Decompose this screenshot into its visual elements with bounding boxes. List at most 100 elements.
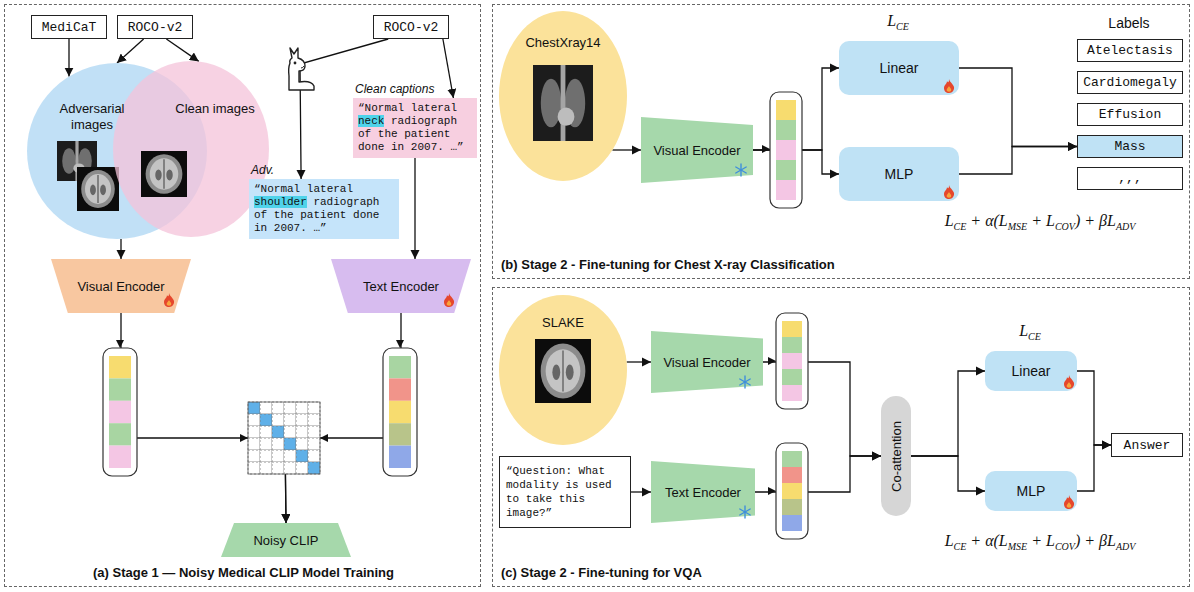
encoder-trapezoid: Text Encoder: [331, 259, 471, 313]
encoder-text: Visual Encoder: [77, 279, 164, 294]
embedding-vector: [770, 92, 802, 208]
rotated-text: Co-attention: [889, 421, 904, 492]
encoder-text: Text Encoder: [363, 279, 439, 294]
encoder-text: Text Encoder: [665, 485, 741, 500]
box-text: ROCO-v2: [128, 20, 183, 35]
dataset-box: MediCaT: [31, 15, 107, 39]
label-box: ,,,: [1077, 167, 1183, 190]
llama-icon: [289, 48, 314, 90]
ellipse-text: SLAKE: [513, 315, 613, 331]
caption-heading: Adv.: [251, 164, 274, 177]
label-box: Effusion: [1077, 103, 1183, 126]
box-text: Cardiomegaly: [1083, 75, 1177, 90]
connector-arrow: [1077, 445, 1111, 491]
box-text: MLP: [1017, 484, 1046, 499]
connector-arrow: [959, 147, 1077, 175]
head-box: Linear: [985, 351, 1077, 391]
connector-arrow: [1077, 371, 1111, 445]
box-text: MLP: [885, 167, 914, 182]
panel-caption: (c) Stage 2 - Fine-tuning for VQA: [501, 565, 702, 580]
encoder-text: Noisy CLIP: [253, 533, 318, 548]
ellipse-text: Clean images: [175, 101, 255, 117]
trainable-icon: [943, 79, 955, 93]
arrowhead: [768, 357, 776, 365]
connector-arrow: [631, 491, 651, 492]
connector-arrow: [612, 149, 641, 150]
arrowhead: [762, 145, 770, 153]
answer-box: Answer: [1111, 433, 1183, 457]
stage-panel: (b) Stage 2 - Fine-tuning for Chest X-ra…: [492, 4, 1190, 279]
caption-text: “Normal lateral neck radiograph of the p…: [358, 102, 472, 154]
embedding-vector: [776, 443, 808, 539]
trainable-icon: [1063, 495, 1075, 509]
loss-formula: LCE + α(LMSE + LCOV) + βLADV: [895, 212, 1185, 232]
box-text: Linear: [1012, 364, 1051, 379]
ellipse-text: Adversarial images: [42, 101, 142, 133]
arrowhead: [116, 340, 124, 348]
label-box: Mass: [1077, 135, 1183, 158]
box-text: Atelectasis: [1087, 43, 1173, 58]
ellipse-outline: [113, 61, 269, 237]
loss-label: LCE: [1005, 322, 1055, 342]
box-text: Linear: [880, 61, 919, 76]
encoder-text: Visual Encoder: [663, 355, 750, 370]
box-text: Effusion: [1099, 107, 1161, 122]
box-text: ,,,: [1118, 171, 1141, 186]
dataset-ellipse: SLAKE: [499, 295, 627, 445]
caption-heading: Clean captions: [355, 83, 434, 96]
connector-arrow: [959, 68, 1077, 147]
frozen-icon: [739, 505, 751, 519]
caption-box: Clean captions“Normal lateral neck radio…: [353, 98, 477, 158]
co-attention-bar: Co-attention: [881, 396, 911, 516]
connector-arrow: [627, 361, 651, 362]
encoder-trapezoid: Visual Encoder: [641, 117, 753, 183]
box-text: Mass: [1114, 139, 1145, 154]
connector-arrow: [68, 39, 69, 77]
label-box: Cardiomegaly: [1077, 71, 1183, 94]
embedding-vector: [776, 313, 808, 409]
stage-panel: (a) Stage 1 — Noisy Medical CLIP Model T…: [4, 4, 481, 587]
arrowhead: [396, 340, 404, 348]
caption-box: Adv.“Normal lateral shoulder radiograph …: [249, 179, 399, 239]
box-text: MediCaT: [42, 20, 97, 35]
connector-arrow: [911, 371, 985, 456]
connector-arrow: [117, 39, 144, 63]
arrowhead: [240, 434, 248, 442]
connector-arrow: [911, 456, 985, 491]
embedding-vector: [383, 348, 417, 476]
panel-caption: (a) Stage 1 — Noisy Medical CLIP Model T…: [5, 565, 482, 580]
box-text: Answer: [1124, 438, 1171, 453]
encoder-trapezoid: Text Encoder: [651, 461, 755, 523]
trainable-icon: [943, 185, 955, 199]
connector-arrow: [166, 39, 198, 61]
trainable-icon: [1063, 375, 1075, 389]
trainable-icon: [163, 293, 175, 307]
dataset-box: ROCO-v2: [373, 15, 449, 39]
loss-label: LCE: [873, 12, 923, 32]
image-set-ellipse: Clean images: [113, 61, 269, 237]
head-box: MLP: [839, 147, 959, 201]
connector-arrow: [755, 456, 881, 492]
head-box: Linear: [839, 41, 959, 95]
loss-formula: LCE + α(LMSE + LCOV) + βLADV: [895, 532, 1185, 552]
dataset-box: ROCO-v2: [117, 15, 193, 39]
question-box: “Question: What modality is used to take…: [499, 456, 631, 528]
panel-caption: (b) Stage 2 - Fine-tuning for Chest X-ra…: [501, 257, 835, 272]
connector-arrow: [753, 68, 839, 150]
embedding-vector: [103, 348, 137, 476]
arrowhead: [320, 434, 328, 442]
dataset-ellipse: ChestXray14: [499, 11, 627, 181]
connector-arrow: [414, 158, 415, 259]
connector-arrow: [121, 313, 286, 523]
ellipse-text: ChestXray14: [513, 35, 613, 51]
column-header: Labels: [1076, 15, 1182, 31]
trainable-icon: [443, 293, 455, 307]
connector-arrow: [443, 39, 454, 98]
encoder-text: Visual Encoder: [653, 143, 740, 158]
box-text: ROCO-v2: [384, 20, 439, 35]
model-trapezoid: Noisy CLIP: [221, 523, 351, 557]
encoder-trapezoid: Visual Encoder: [651, 331, 763, 393]
label-box: Atelectasis: [1077, 39, 1183, 62]
arrowhead: [768, 487, 776, 495]
frozen-icon: [739, 375, 751, 389]
